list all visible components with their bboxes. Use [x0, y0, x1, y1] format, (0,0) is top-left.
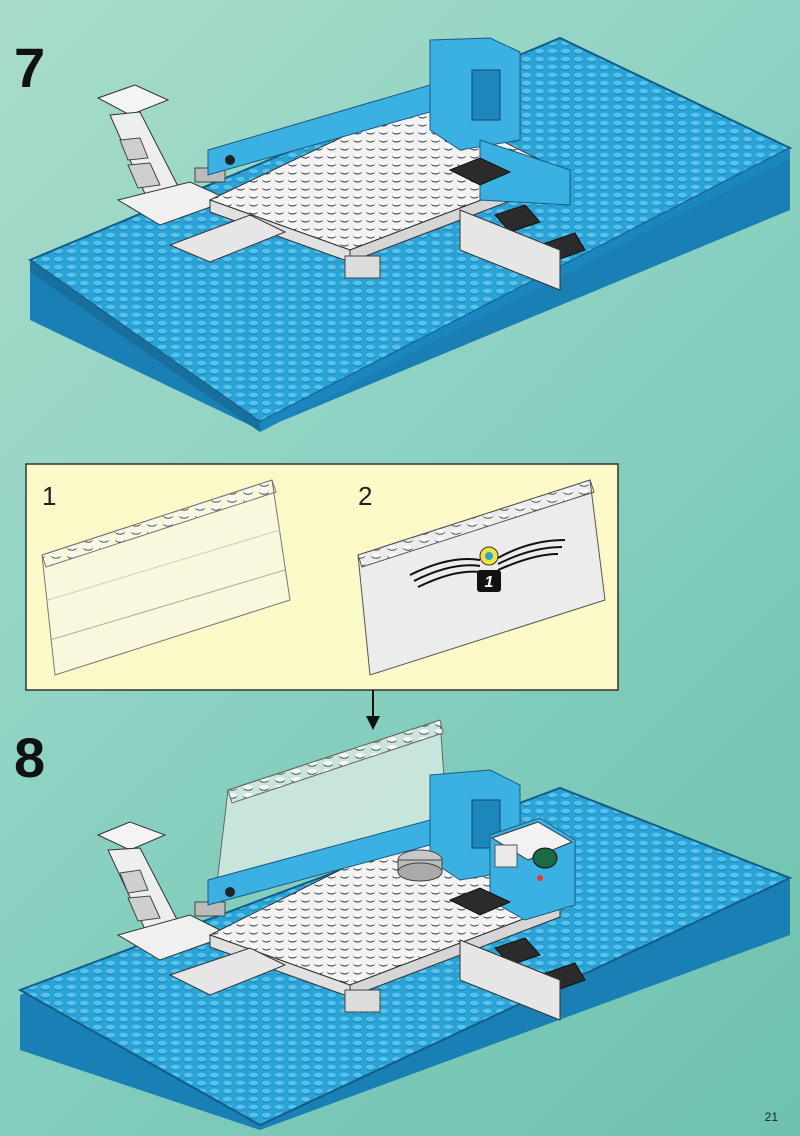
callout-step-1-number: 1 — [42, 481, 56, 511]
step-7-tower — [96, 84, 232, 226]
step-8-tower — [96, 821, 232, 961]
wings-sticker-icon — [409, 539, 566, 588]
step-7-seat-1 — [494, 204, 541, 233]
round-plate — [397, 849, 443, 882]
callout-box: 1 2 1 — [25, 463, 619, 691]
step-7-black-plate — [448, 157, 512, 186]
down-arrow-icon — [366, 690, 380, 730]
page-number: 21 — [764, 1110, 778, 1124]
callout-step-2-number: 2 — [358, 481, 372, 511]
step-8-black-plate — [448, 887, 512, 916]
control-console — [489, 817, 576, 921]
number-badge-icon — [477, 570, 501, 592]
step-7-model — [27, 36, 793, 432]
sticker-number: 1 — [485, 574, 494, 591]
transparent-windscreen-panel — [41, 479, 291, 676]
step-7-blue-wall — [207, 37, 571, 206]
step-8-model — [17, 719, 793, 1130]
step-7-number: 7 — [14, 36, 46, 99]
windscreen-panel-with-sticker: 1 — [357, 479, 606, 676]
step-8-number: 8 — [14, 726, 46, 789]
